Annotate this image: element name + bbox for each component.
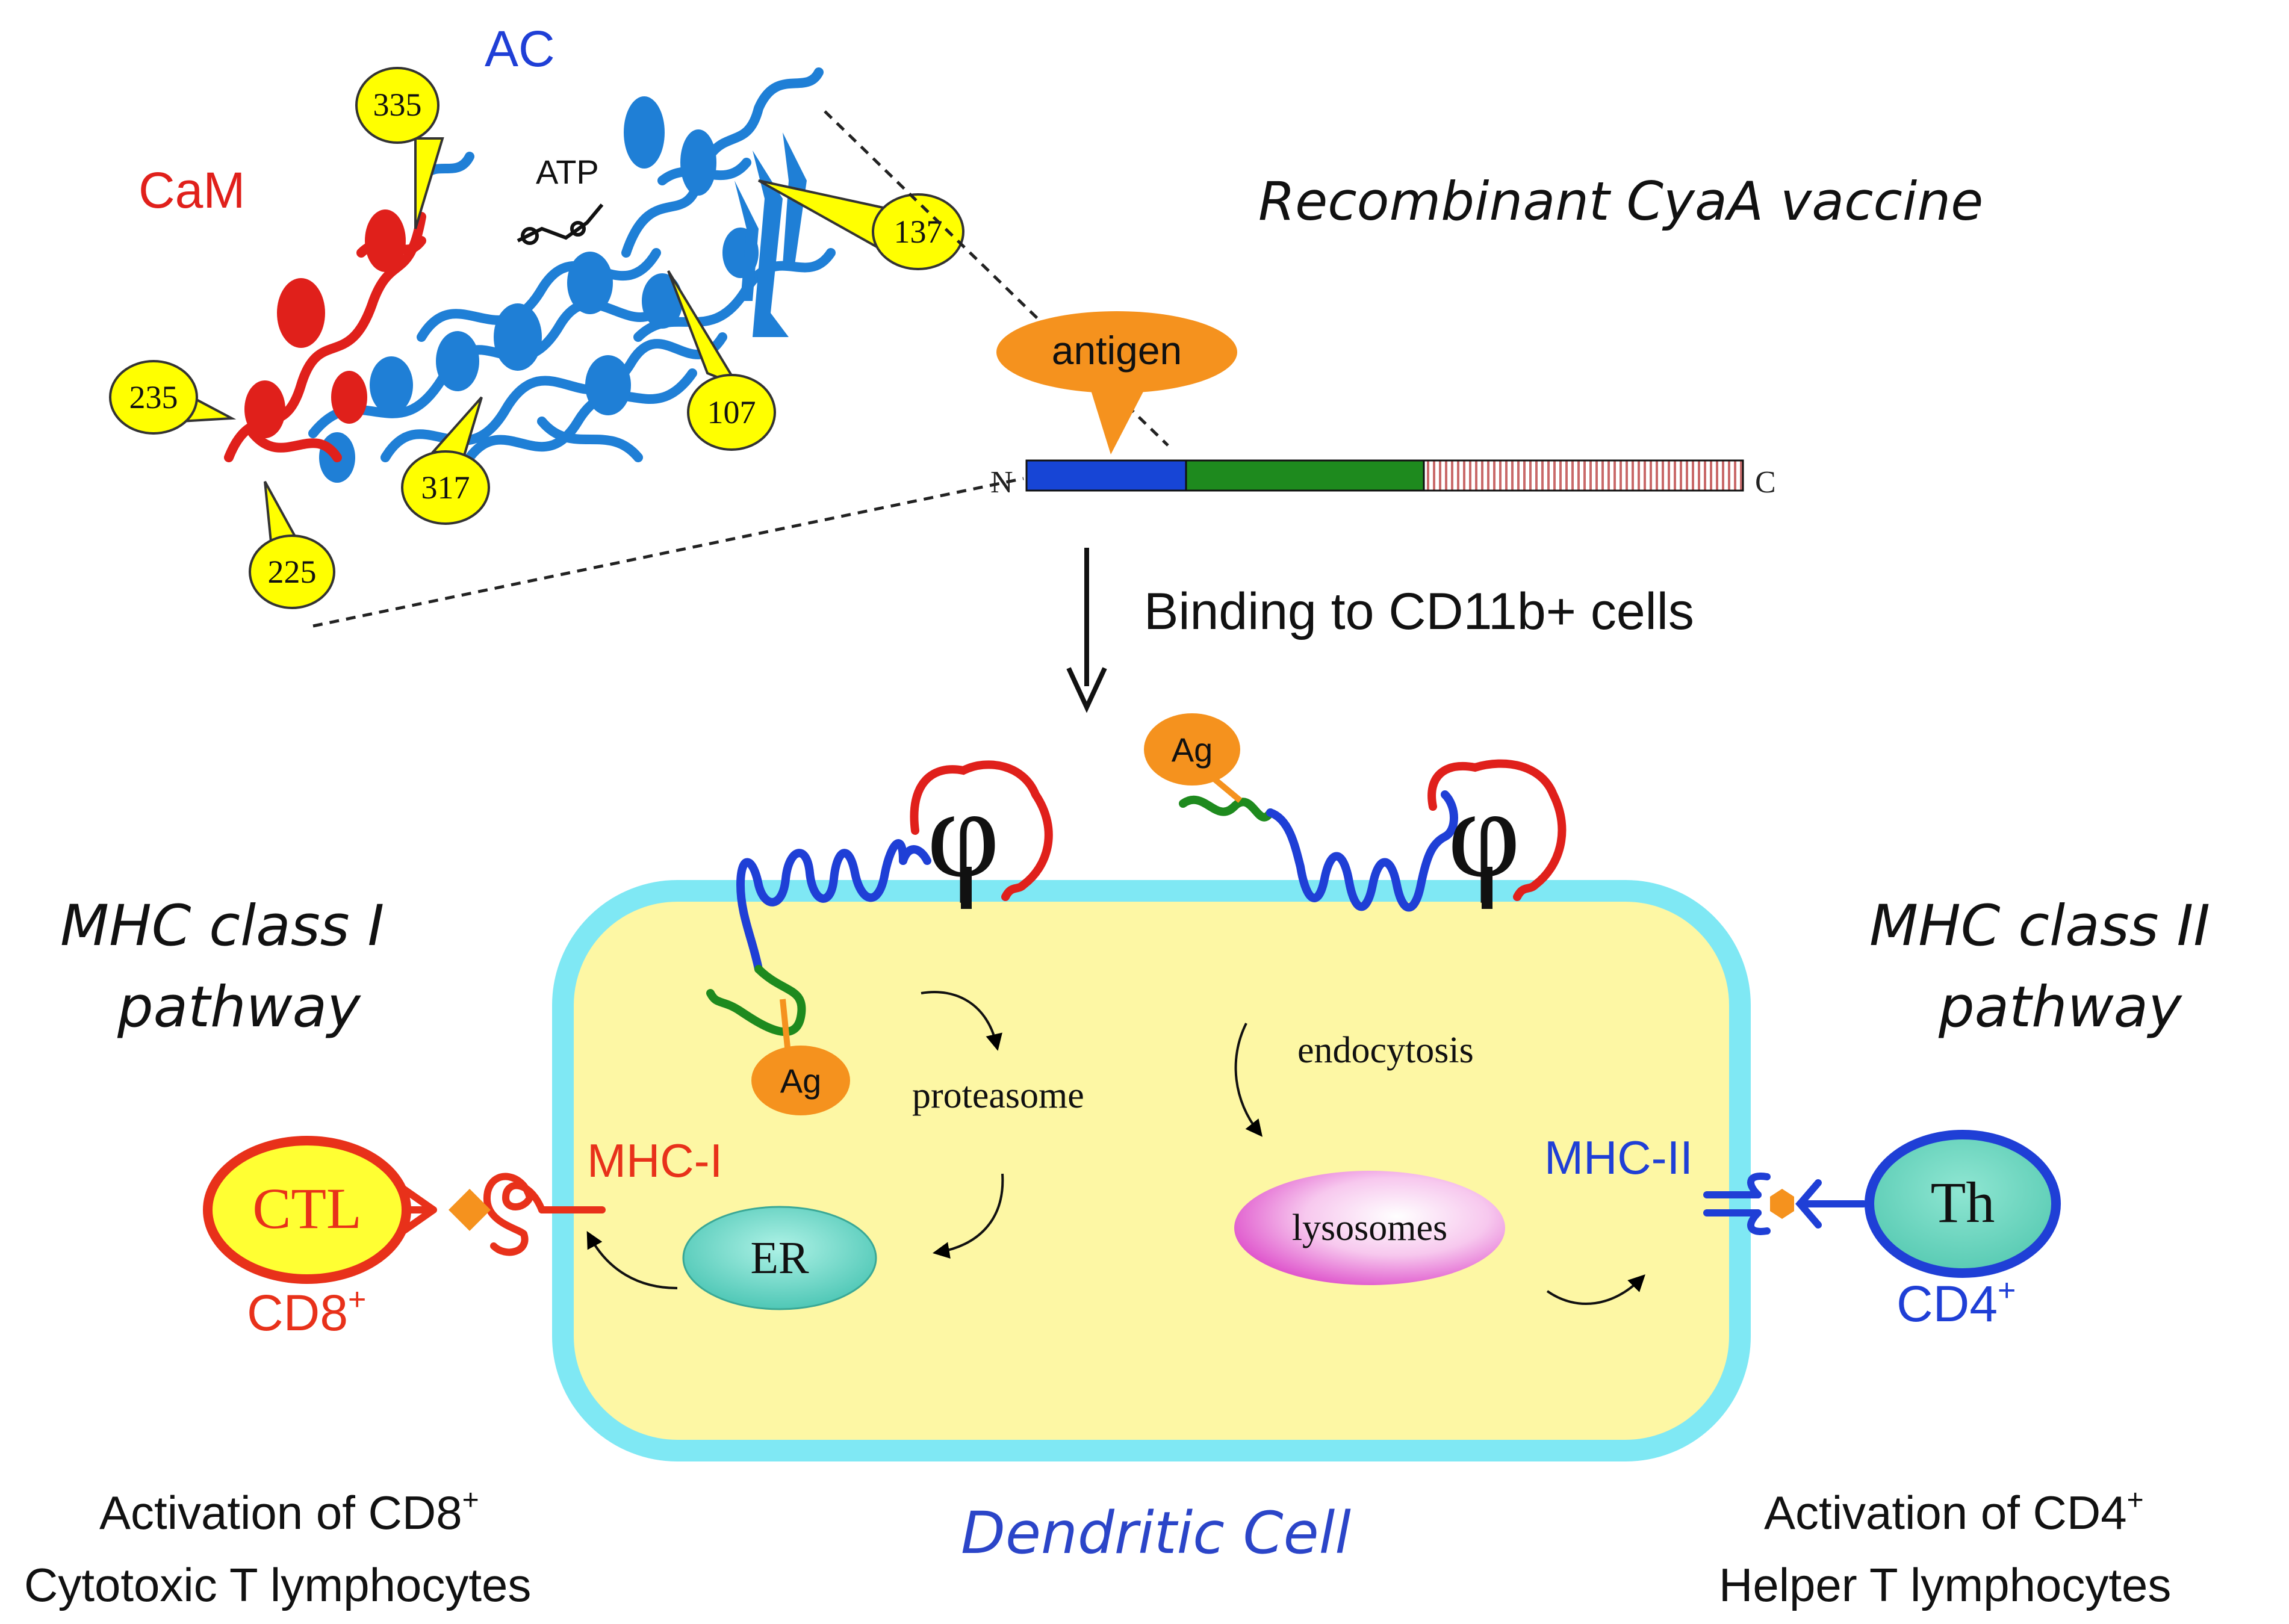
class1-pathway-line2: pathway [117,975,361,1040]
site-callout-317: 317 [401,396,490,525]
atp-molecule [517,203,604,245]
er-organelle [682,1206,877,1310]
binding-arrow [1066,548,1107,713]
atp-label: ATP [536,153,599,191]
construct-bar: N C [990,459,1776,500]
protein-structure: AC CaM ATP 335 137 235 107 317 [109,20,964,609]
antigen-label: antigen [1052,328,1182,373]
class1-pathway-line1: MHC class I [60,893,384,959]
site-callout-137: 137 [758,179,964,270]
cyaa-blue-segment-left [736,839,907,973]
site-callout-335: 335 [355,67,444,229]
receptor-right: Ag φ [1144,713,1567,912]
cyaa-red-segment-left [910,760,1053,901]
site-label: 335 [373,87,422,123]
receptor-left: Ag φ [706,760,1053,1115]
antigen-tag: antigen [996,311,1237,454]
er-label: ER [750,1233,809,1283]
cell-arrows [586,991,1645,1305]
ac-label: AC [485,20,555,77]
th-label: Th [1931,1170,1995,1235]
cd4-label: CD4+ [1896,1273,2016,1332]
th-cell [1865,1130,2061,1278]
lysosome-organelle [1234,1171,1505,1285]
mhc-ii-complex [1703,1173,1867,1235]
class2-activation-line2: Helper T lymphocytes [1719,1558,2171,1611]
site-label: 235 [129,379,178,415]
dendritic-cell-label: Dendritic Cell [961,1499,1351,1567]
zoom-lines [312,110,1169,628]
ag-bubble-inside [751,1046,850,1115]
peptide-diamond-i [449,1189,491,1231]
ag-bubble-outside [1144,713,1240,786]
cam-helices [244,209,406,438]
cd8-label: CD8+ [247,1282,366,1341]
class2-activation-line1: Activation of CD4+ [1764,1484,2144,1539]
site-label: 225 [268,554,317,590]
site-label: 317 [421,470,470,506]
binding-label: Binding to CD11b+ cells [1144,583,1694,640]
ag-label-outside: Ag [1172,731,1213,769]
site-callout-235: 235 [109,360,237,435]
class2-pathway-line2: pathway [1938,975,2182,1040]
mhc-ii-label: MHC-II [1544,1131,1693,1184]
n-terminus-label: N [990,465,1013,500]
ag-label-inside: Ag [780,1062,822,1100]
segment-rtx [1423,459,1744,492]
class2-pathway-line1: MHC class II [1869,893,2210,959]
dendritic-cell-body [552,880,1751,1461]
site-callout-225: 225 [249,481,335,609]
cam-label: CaM [138,162,245,218]
mhc-i-label: MHC-I [587,1134,722,1187]
proteasome-label: proteasome [912,1075,1084,1116]
c-terminus-label: C [1755,465,1776,500]
segment-middle [1185,459,1425,492]
site-label: 107 [707,394,756,430]
endocytosis-label: endocytosis [1297,1030,1474,1071]
peptide-hexagon-ii [1770,1189,1794,1219]
construct-title: Recombinant CyaA vaccine [1258,170,1983,232]
segment-ac [1025,459,1187,492]
class1-activation-line1: Activation of CD8+ [99,1484,479,1539]
ctl-label: CTL [252,1176,361,1241]
site-callout-107: 107 [667,270,776,451]
class1-activation-line2: Cytotoxic T lymphocytes [24,1558,531,1611]
lysosomes-label: lysosomes [1292,1207,1447,1248]
